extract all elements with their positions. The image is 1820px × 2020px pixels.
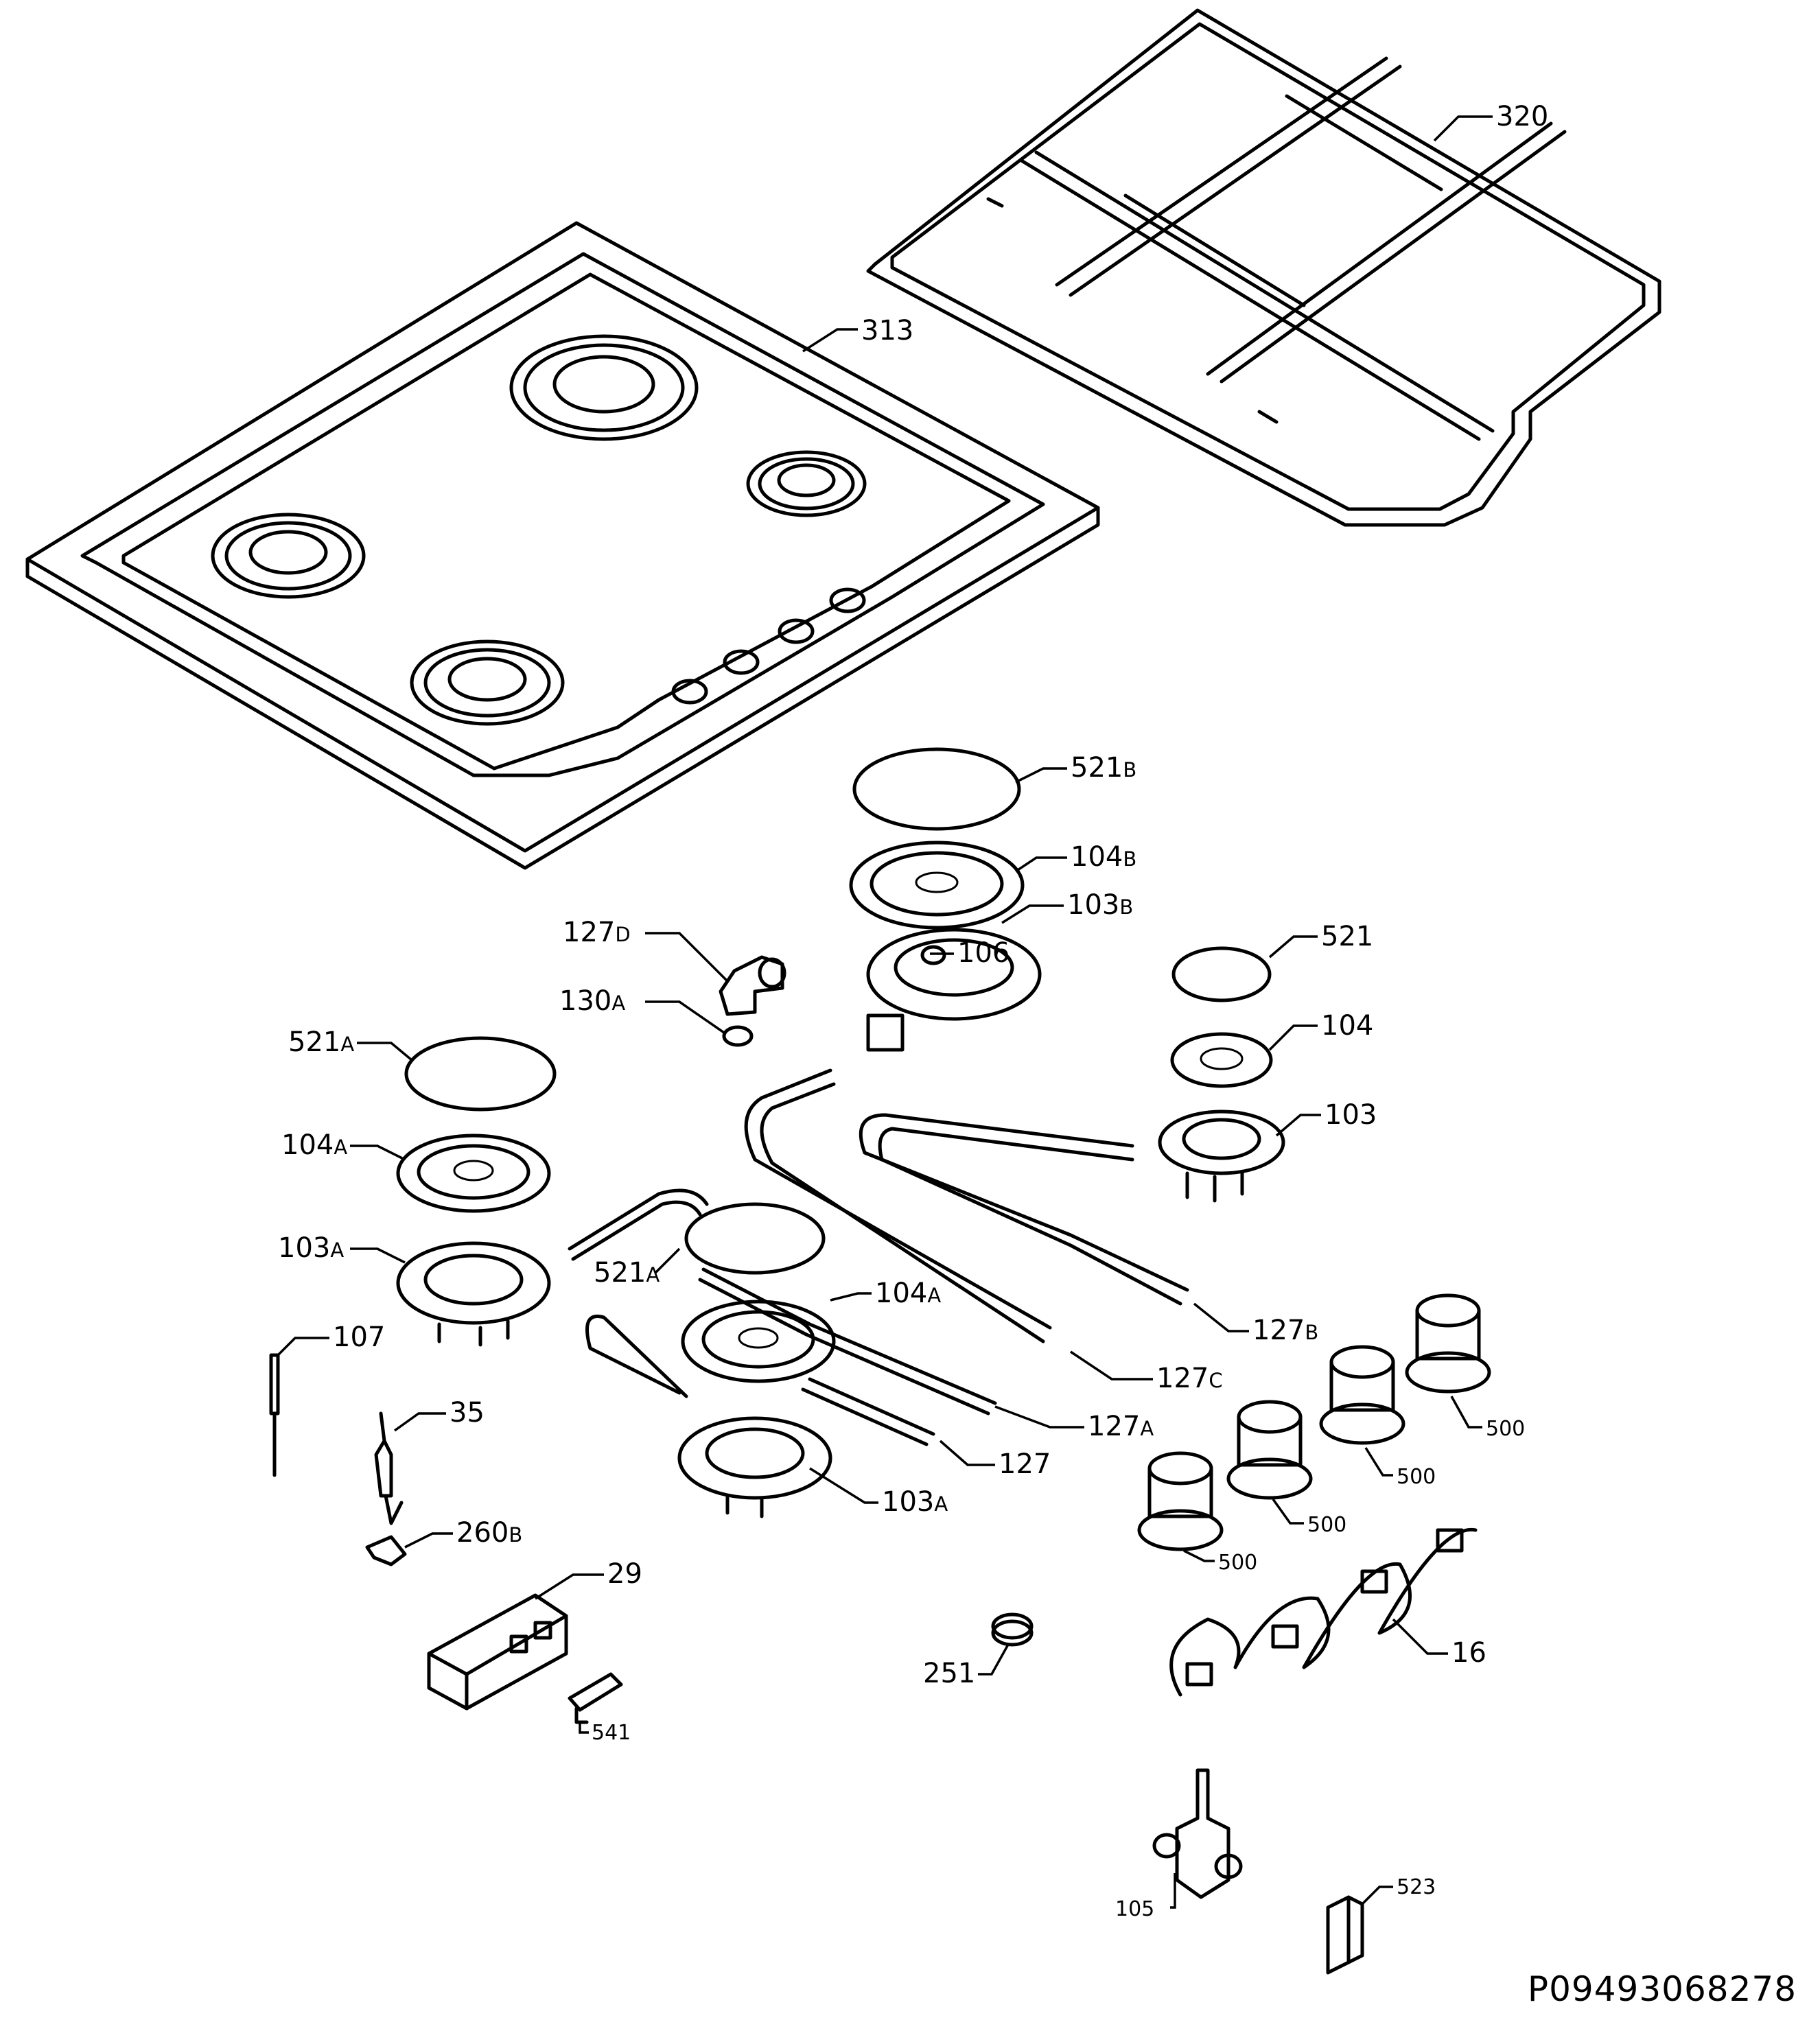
control-knobs xyxy=(1137,1293,1491,1551)
thermocouple xyxy=(269,1353,280,1477)
callout-103a-left: 103A xyxy=(278,1232,344,1264)
flame-spreader-medium-center xyxy=(681,1300,836,1383)
gas-pipe-left-feed xyxy=(568,1188,709,1261)
callout-521a-left: 521A xyxy=(288,1026,354,1058)
callout-500-d: 500 xyxy=(1218,1551,1257,1575)
callout-35: 35 xyxy=(450,1397,485,1429)
hob-burner-right-small xyxy=(746,450,867,517)
callout-107: 107 xyxy=(333,1322,385,1353)
burner-base-large xyxy=(866,928,1042,1052)
sealing-washer xyxy=(722,1025,754,1047)
callout-251: 251 xyxy=(923,1658,975,1689)
gas-pipe-127a xyxy=(698,1267,997,1416)
drawing-code: P09493068278 xyxy=(1527,1969,1797,2009)
callout-500-a: 500 xyxy=(1486,1417,1525,1441)
leader-lines xyxy=(277,115,1493,1909)
microswitch-harness xyxy=(1169,1527,1478,1697)
callout-320: 320 xyxy=(1496,101,1548,132)
clip-260b xyxy=(365,1535,407,1566)
flame-spreader-medium-left xyxy=(396,1134,551,1213)
callout-313: 313 xyxy=(861,315,913,347)
knob-4 xyxy=(1405,1293,1491,1394)
callout-500-c: 500 xyxy=(1307,1513,1346,1537)
pan-support-grid xyxy=(866,8,1661,527)
callout-127c: 127C xyxy=(1156,1363,1223,1394)
callout-104b: 104B xyxy=(1071,841,1136,873)
callout-127b: 127B xyxy=(1252,1315,1318,1346)
hob-top-panel xyxy=(25,221,1100,870)
gas-valve xyxy=(1152,1768,1243,1899)
callout-541: 541 xyxy=(592,1721,631,1745)
bracket-523 xyxy=(1326,1895,1364,1975)
ignition-electrode xyxy=(374,1411,404,1525)
burner-base-medium-left xyxy=(396,1241,551,1347)
gas-pipe-127 xyxy=(585,1315,935,1446)
burner-cap-medium-left xyxy=(404,1036,557,1112)
burner-base-small xyxy=(1158,1109,1285,1203)
callout-29: 29 xyxy=(607,1558,642,1590)
knob-2 xyxy=(1226,1400,1313,1500)
callout-104a-left: 104A xyxy=(281,1129,347,1161)
elbow-connector xyxy=(719,955,786,1016)
callout-103b: 103B xyxy=(1067,889,1133,921)
flame-spreader-large xyxy=(849,841,1025,930)
hob-burner-left-medium xyxy=(211,513,366,599)
callout-103a-center: 103A xyxy=(882,1486,948,1518)
burner-cap-large xyxy=(852,747,1021,831)
callout-103: 103 xyxy=(1325,1099,1377,1131)
callout-500-b: 500 xyxy=(1397,1465,1436,1489)
flame-spreader-small xyxy=(1170,1032,1273,1088)
connector-541 xyxy=(568,1672,623,1724)
injector xyxy=(920,945,946,965)
knob-holes xyxy=(671,587,866,705)
callout-labels: 320 313 521B 104B 103B 127D 106 521 130A… xyxy=(278,101,1548,1921)
gas-pipe-127b xyxy=(859,1113,1189,1306)
burner-cap-medium-center xyxy=(684,1202,826,1275)
callout-127: 127 xyxy=(999,1448,1051,1480)
spark-generator xyxy=(427,1593,568,1711)
callout-521b: 521B xyxy=(1071,752,1136,784)
callout-260b: 260B xyxy=(456,1517,522,1549)
knob-3 xyxy=(1319,1345,1405,1445)
callout-130a: 130A xyxy=(559,985,625,1017)
hob-burner-rear-large xyxy=(509,334,699,441)
burner-base-medium-center xyxy=(677,1416,832,1518)
callout-104a-center: 104A xyxy=(875,1278,941,1309)
callout-106: 106 xyxy=(957,937,1010,969)
callout-521a-center: 521A xyxy=(594,1257,660,1289)
hob-burner-front-medium xyxy=(410,639,565,726)
callout-104: 104 xyxy=(1321,1010,1373,1042)
callout-127a: 127A xyxy=(1088,1411,1154,1442)
callout-105: 105 xyxy=(1115,1897,1154,1921)
callout-523: 523 xyxy=(1397,1875,1436,1899)
callout-521: 521 xyxy=(1321,921,1373,952)
callout-127d: 127D xyxy=(563,917,631,948)
callout-16: 16 xyxy=(1451,1637,1486,1669)
gas-pipe-127c xyxy=(744,1068,1052,1343)
seal-ring xyxy=(991,1612,1034,1647)
knob-1 xyxy=(1137,1451,1224,1551)
burner-cap-small xyxy=(1171,946,1272,1002)
